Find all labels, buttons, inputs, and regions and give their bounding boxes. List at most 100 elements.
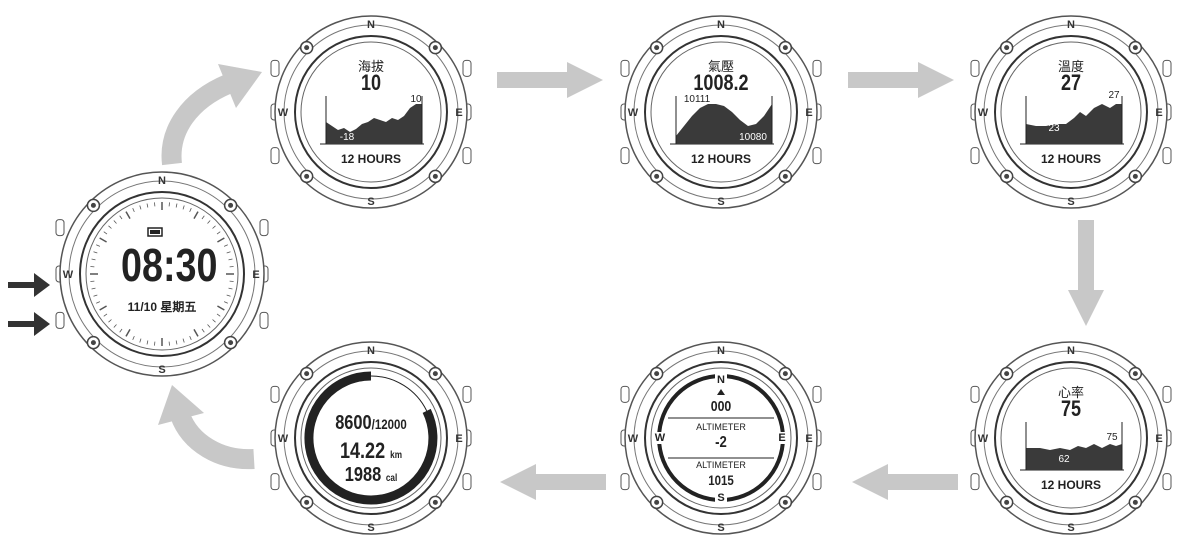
dial-tick	[96, 301, 101, 304]
side-button[interactable]	[812, 147, 822, 165]
bezel-west-label: W	[278, 433, 289, 445]
bezel-screw-center	[1004, 371, 1010, 377]
bezel-screw-center	[782, 173, 788, 179]
flow-arrow-icon	[852, 464, 958, 500]
pressure-graph-fill	[676, 104, 772, 144]
metric-title: 海拔	[357, 59, 384, 74]
bezel-screw-center	[304, 371, 310, 377]
bezel-screw-center	[90, 340, 96, 346]
bezel-screw-center	[1132, 499, 1138, 505]
bezel-screw-center	[432, 45, 438, 51]
bezel-screw-center	[1004, 499, 1010, 505]
side-button[interactable]	[970, 473, 980, 491]
dial-tick	[217, 237, 225, 243]
side-button[interactable]	[259, 219, 269, 237]
dial-tick	[201, 328, 205, 333]
side-button[interactable]	[270, 473, 280, 491]
bezel-east-label: E	[1155, 433, 1162, 445]
side-button[interactable]	[812, 385, 822, 403]
bezel-screw-center	[304, 499, 310, 505]
bezel-screw-center	[1132, 371, 1138, 377]
dial-tick	[139, 205, 142, 210]
dial-tick	[139, 338, 142, 343]
side-button[interactable]	[970, 59, 980, 77]
dial-tick	[212, 319, 216, 323]
side-button[interactable]	[620, 147, 630, 165]
dial-tick	[226, 294, 231, 297]
side-button[interactable]	[55, 311, 65, 329]
bezel-screw-center	[1132, 45, 1138, 51]
dial-tick	[125, 211, 131, 219]
side-button[interactable]	[462, 59, 472, 77]
bezel-north-label: N	[1067, 19, 1075, 31]
bezel-south-label: S	[717, 522, 724, 534]
dial-tick	[223, 244, 228, 247]
side-button[interactable]	[462, 147, 472, 165]
dial-tick	[228, 258, 233, 261]
side-button[interactable]	[620, 473, 630, 491]
bezel-south-label: S	[1067, 522, 1074, 534]
side-button[interactable]	[970, 147, 980, 165]
side-button[interactable]	[812, 59, 822, 77]
side-button[interactable]	[259, 311, 269, 329]
side-button[interactable]	[620, 385, 630, 403]
dial-tick	[207, 324, 211, 328]
side-button[interactable]	[270, 59, 280, 77]
pressure-graph	[670, 96, 774, 145]
dial-tick	[91, 258, 96, 261]
metric-value: 10	[360, 70, 382, 95]
temperature-graph	[1020, 96, 1124, 145]
side-button[interactable]	[462, 473, 472, 491]
compass-east: E	[776, 432, 788, 444]
dial-tick	[103, 313, 108, 317]
dial-tick	[212, 225, 216, 229]
dial-tick	[93, 294, 98, 297]
dial-tick	[182, 338, 185, 343]
dial-tick	[91, 287, 96, 290]
side-button[interactable]	[1162, 147, 1172, 165]
dial-tick	[113, 220, 117, 224]
side-button[interactable]	[1162, 473, 1172, 491]
dial-tick	[108, 225, 112, 229]
bezel-screw-center	[654, 371, 660, 377]
bezel-inner-ring	[633, 350, 809, 526]
bezel-west-label: W	[63, 269, 74, 281]
side-button[interactable]	[1162, 59, 1172, 77]
dial-tick	[182, 205, 185, 210]
dial-tick	[103, 231, 108, 235]
dial-tick	[193, 329, 199, 337]
graph-max-label: 10111	[683, 94, 711, 105]
bezel-west-label: W	[978, 107, 989, 119]
dial-tick	[189, 335, 192, 340]
dial-tick	[228, 287, 233, 290]
side-button[interactable]	[270, 385, 280, 403]
bezel-screw-center	[654, 499, 660, 505]
side-button[interactable]	[55, 219, 65, 237]
graph-footer: 12 HOURS	[340, 152, 402, 166]
calories-value: 1988	[344, 464, 382, 486]
dial-tick	[125, 329, 131, 337]
side-button[interactable]	[462, 385, 472, 403]
dial-tick	[226, 251, 231, 254]
bezel-screw-center	[1132, 173, 1138, 179]
dial-tick	[113, 324, 117, 328]
side-button[interactable]	[970, 385, 980, 403]
bezel-west-label: W	[978, 433, 989, 445]
side-button[interactable]	[620, 59, 630, 77]
bezel-west-label: W	[628, 107, 639, 119]
side-button[interactable]	[1162, 385, 1172, 403]
distance: 14.22 km	[326, 438, 416, 464]
side-button[interactable]	[812, 473, 822, 491]
heart-rate-graph	[1020, 422, 1124, 471]
calories: 1988 cal	[326, 464, 416, 487]
side-button[interactable]	[270, 147, 280, 165]
bezel-screw-center	[228, 340, 234, 346]
bezel-west-label: W	[278, 107, 289, 119]
